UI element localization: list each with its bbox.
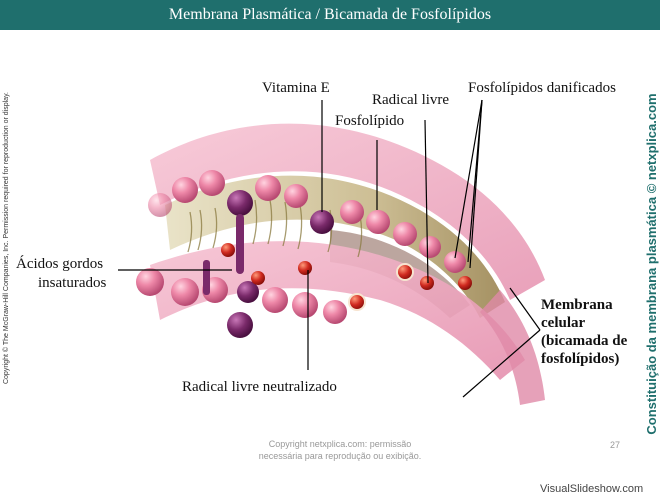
free-radicals (221, 243, 472, 311)
membrane-diagram (118, 99, 545, 405)
phospholipid-heads-top (148, 170, 466, 273)
footer-line2: necessária para reprodução ou exibição. (258, 451, 422, 461)
membrane-edge (480, 290, 545, 405)
label-leader-lines (118, 99, 541, 398)
label-membrana-line4: fosfolípidos) (541, 351, 620, 367)
label-radical-livre: Radical livre (372, 92, 450, 108)
label-membrana-line1: Membrana (541, 297, 613, 313)
watermark: VisualSlideshow.com (540, 483, 644, 495)
footer-line1: Copyright netxplica.com: permissão (268, 439, 412, 449)
label-fosfolipido: Fosfolípido (335, 113, 405, 129)
label-radical-neutralizado: Radical livre neutralizado (182, 379, 337, 395)
label-membrana-line2: celular (541, 315, 586, 331)
top-head-layer (150, 123, 545, 300)
phospholipid-heads-bottom (136, 268, 347, 324)
title-bar: Membrana Plasmática / Bicamada de Fosfol… (0, 0, 660, 30)
vitamin-e-molecules (203, 190, 334, 338)
label-fosfolipidos-danificados: Fosfolípidos danificados (468, 80, 616, 96)
label-membrana-line3: (bicamada de (541, 333, 628, 349)
footer-copyright: Copyright netxplica.com: permissão neces… (210, 438, 470, 462)
label-acidos-gordos: Ácidos gordos (16, 256, 104, 272)
label-vitamina-e: Vitamina E (262, 80, 330, 96)
label-insaturados: insaturados (38, 275, 107, 291)
bottom-head-layer (150, 241, 525, 380)
label-membrana-celular: Membrana celular (bicamada de fosfolípid… (541, 296, 627, 368)
page-number: 27 (610, 440, 621, 450)
slide-title: Membrana Plasmática / Bicamada de Fosfol… (168, 6, 492, 23)
